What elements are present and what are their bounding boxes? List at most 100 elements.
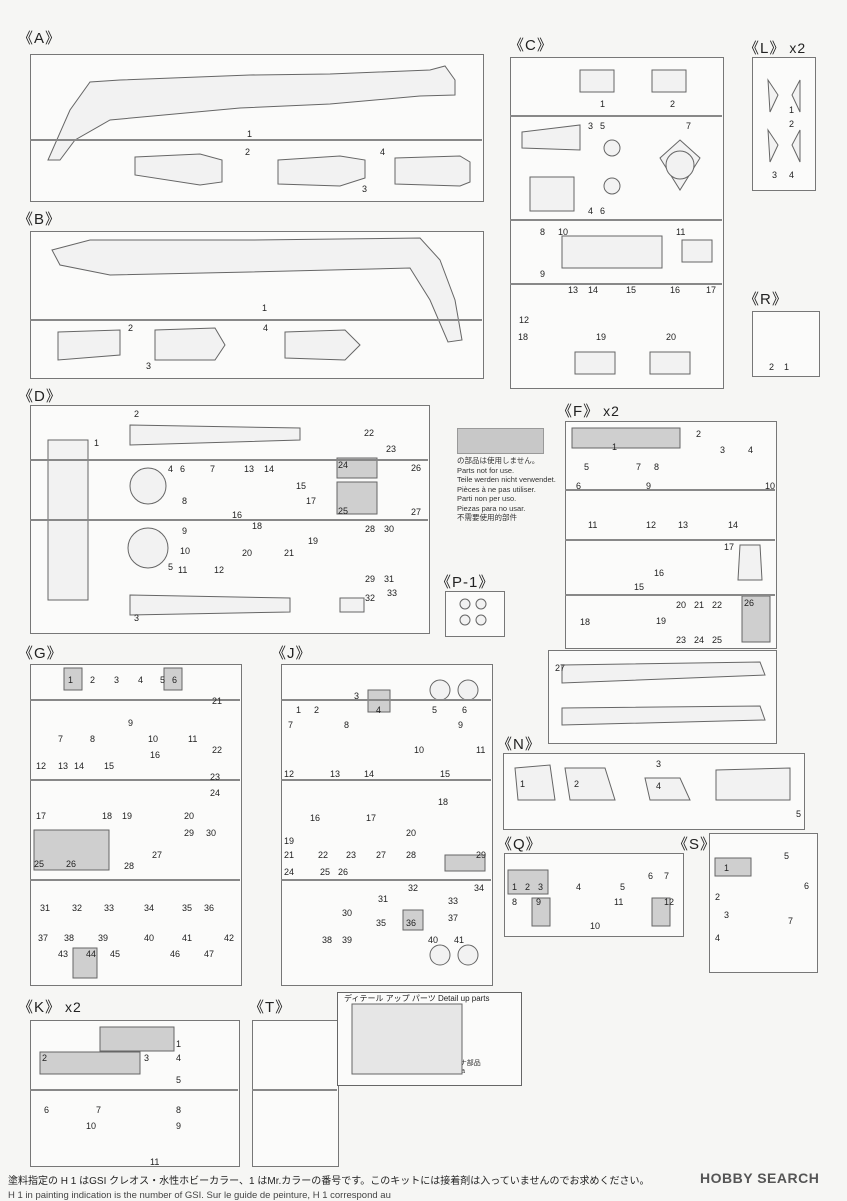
part-number: 20 [242,548,253,558]
part-number: 23 [346,850,357,860]
part-number: 14 [364,769,375,779]
part-number: 8 [512,897,518,907]
part-number: 34 [474,883,485,893]
part-number: 9 [128,718,134,728]
part-f27a [561,661,766,684]
part-number: 9 [646,481,652,491]
sprue-label-t: 《T》 [249,999,292,1016]
part-number: 8 [654,462,660,472]
part-number: 11 [588,520,598,530]
part-number: 16 [670,285,681,295]
part-number: 12 [519,315,530,325]
part-j29-shaded [444,854,486,872]
part-g44-shaded [72,947,98,979]
part-number: 4 [715,933,721,943]
part-number: 9 [182,526,188,536]
part-number: 42 [224,933,235,943]
sprue-t-frame [252,1020,339,1167]
sprue-label-j: 《J》 [271,645,312,662]
part-number: 7 [96,1105,102,1115]
sprue-label-b: 《B》 [18,211,62,228]
part-number: 7 [788,916,794,926]
sprue-label-c: 《C》 [509,37,553,54]
part-c4 [603,177,621,195]
part-number: 3 [588,121,594,131]
part-number: 4 [576,882,582,892]
part-number: 24 [210,788,221,798]
part-number: 4 [588,206,594,216]
footer-paint-note-en: H 1 in painting indication is the number… [8,1190,391,1201]
part-number: 15 [296,481,307,491]
part-number: 6 [600,206,606,216]
part-number: 10 [148,734,159,744]
part-number: 39 [98,933,109,943]
part-number: 2 [769,362,775,372]
part-number: 7 [636,462,642,472]
part-number: 27 [152,850,163,860]
part-number: 2 [789,119,795,129]
part-number: 31 [40,903,51,913]
sprue-label-g: 《G》 [18,645,63,662]
part-number: 7 [58,734,64,744]
part-number: 10 [765,481,776,491]
detail-parts-title: ディテール アップ パーツ Detail up parts [344,994,490,1003]
part-number: 22 [212,745,223,755]
part-number: 6 [180,464,186,474]
part-number: 28 [124,861,135,871]
part-c5 [603,139,621,157]
part-c11 [681,239,713,263]
part-c20 [649,351,691,375]
part-number: 11 [178,565,188,575]
part-number: 6 [804,881,810,891]
part-number: 5 [584,462,590,472]
unused-parts-legend-text: の部品は使用しません。 Parts not for use. Teile wer… [457,456,556,522]
part-number: 41 [454,935,465,945]
part-number: 28 [406,850,417,860]
part-number: 2 [245,147,251,157]
part-number: 16 [232,510,243,520]
part-number: 31 [378,894,389,904]
part-f17 [737,544,763,581]
part-number: 23 [210,772,221,782]
part-number: 1 [784,362,790,372]
part-number: 4 [376,705,382,715]
hobby-search-watermark: HOBBY SEARCH [700,1170,820,1186]
part-number: 1 [68,675,74,685]
part-number: 46 [170,949,181,959]
part-number: 11 [614,897,624,907]
part-number: 26 [66,859,77,869]
part-number: 44 [86,949,97,959]
part-f26 [741,595,771,643]
sprue-label-n: 《N》 [497,736,541,753]
part-number: 1 [262,303,268,313]
part-number: 20 [184,811,195,821]
part-number: 26 [744,598,755,608]
part-number: 24 [338,460,349,470]
sprue-label-l: 《L》x2 [744,40,807,57]
part-number: 1 [520,779,526,789]
part-number: 31 [384,574,395,584]
part-number: 17 [706,285,717,295]
part-number: 23 [676,635,687,645]
part-number: 22 [712,600,723,610]
part-number: 14 [264,464,275,474]
part-number: 39 [342,935,353,945]
part-number: 3 [354,691,360,701]
part-number: 12 [36,761,47,771]
part-number: 25 [320,867,331,877]
part-number: 11 [150,1157,160,1167]
sprue-label-a: 《A》 [18,30,62,47]
part-l1 [767,78,779,113]
part-number: 40 [144,933,155,943]
part-number: 2 [715,892,721,902]
wing-part-a3 [277,155,366,187]
part-number: 7 [288,720,294,730]
part-number: 25 [338,506,349,516]
part-number: 27 [411,507,422,517]
sprue-s-frame [709,833,818,973]
part-number: 13 [568,285,579,295]
part-number: 22 [318,850,329,860]
part-number: 14 [74,761,85,771]
part-number: 3 [114,675,120,685]
sprue-g-frame [30,664,242,986]
